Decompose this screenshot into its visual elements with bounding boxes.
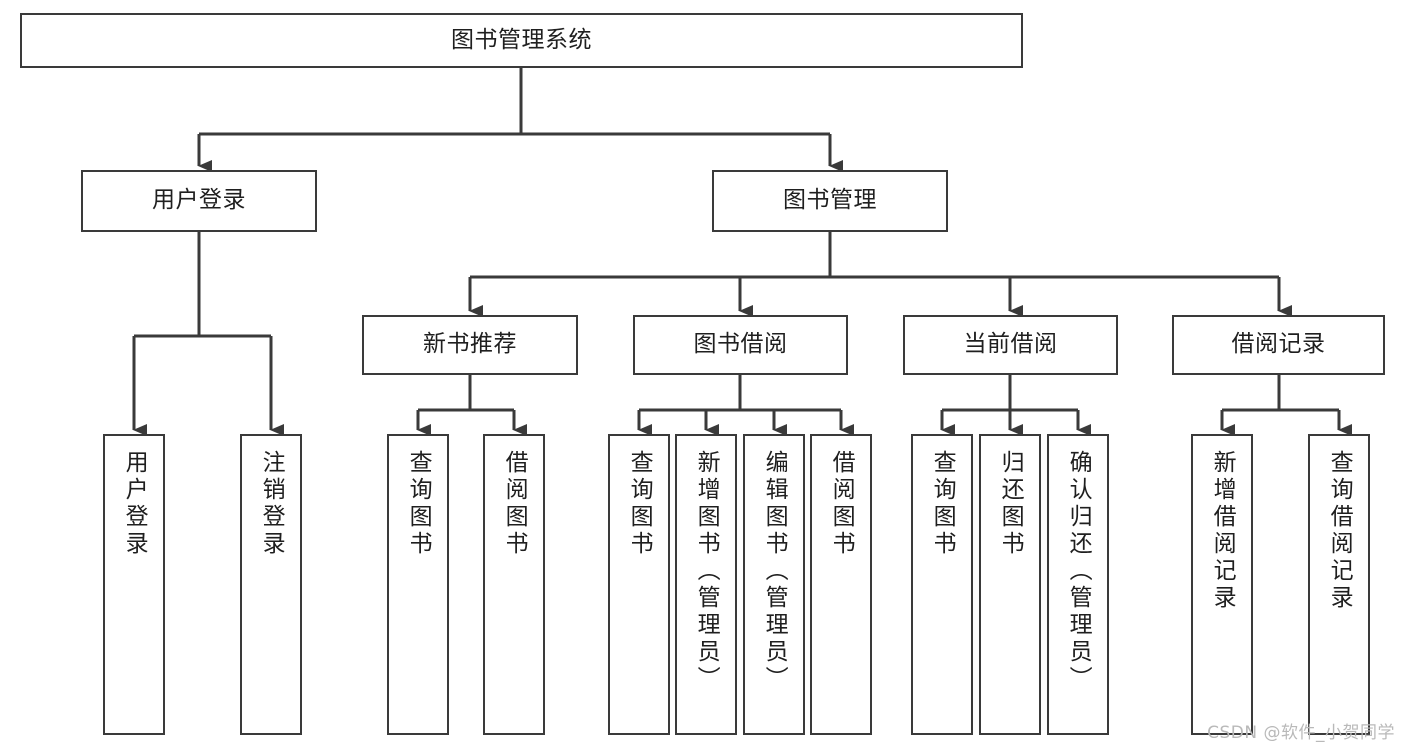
node-label: 用户登录 — [121, 450, 148, 558]
node-label: 归还图书 — [997, 450, 1024, 558]
node-book-borrow[interactable]: 图书借阅 — [633, 315, 848, 375]
node-user-login[interactable]: 用户登录 — [81, 170, 317, 232]
leaf-query-borrow-record[interactable]: 查询借阅记录 — [1308, 434, 1370, 735]
leaf-logout-login[interactable]: 注销登录 — [240, 434, 302, 735]
leaf-return-book[interactable]: 归还图书 — [979, 434, 1041, 735]
leaf-query-book-borrow[interactable]: 查询图书 — [608, 434, 670, 735]
leaf-user-login[interactable]: 用户登录 — [103, 434, 165, 735]
leaf-add-book[interactable]: 新增图书（管理员） — [675, 434, 737, 735]
node-new-book-recommend[interactable]: 新书推荐 — [362, 315, 578, 375]
leaf-confirm-return[interactable]: 确认归还（管理员） — [1047, 434, 1109, 735]
node-label: 查询图书 — [626, 450, 653, 558]
node-label: 当前借阅 — [963, 331, 1058, 358]
node-label: 确认归还（管理员） — [1065, 450, 1092, 693]
csdn-watermark: CSDN @软件_小贺同学 — [1207, 723, 1395, 743]
leaf-borrow-book-recommend[interactable]: 借阅图书 — [483, 434, 545, 735]
leaf-edit-book[interactable]: 编辑图书（管理员） — [743, 434, 805, 735]
leaf-borrow-book[interactable]: 借阅图书 — [810, 434, 872, 735]
leaf-add-borrow-record[interactable]: 新增借阅记录 — [1191, 434, 1253, 735]
node-label: 注销登录 — [258, 450, 285, 558]
node-label: 新增借阅记录 — [1209, 450, 1236, 612]
node-root-book-management-system[interactable]: 图书管理系统 — [20, 13, 1023, 68]
leaf-query-book-current[interactable]: 查询图书 — [911, 434, 973, 735]
node-label: 查询图书 — [929, 450, 956, 558]
node-label: 用户登录 — [152, 187, 246, 214]
leaf-query-book-recommend[interactable]: 查询图书 — [387, 434, 449, 735]
node-borrow-record[interactable]: 借阅记录 — [1172, 315, 1385, 375]
node-label: 借阅记录 — [1231, 331, 1326, 358]
node-label: 查询图书 — [405, 450, 432, 558]
node-current-borrow[interactable]: 当前借阅 — [903, 315, 1118, 375]
node-label: 图书借阅 — [693, 331, 788, 358]
node-label: 借阅图书 — [501, 450, 528, 558]
node-label: 借阅图书 — [828, 450, 855, 558]
node-label: 新增图书（管理员） — [693, 450, 720, 693]
node-label: 查询借阅记录 — [1326, 450, 1353, 612]
node-book-management[interactable]: 图书管理 — [712, 170, 948, 232]
node-label: 新书推荐 — [423, 331, 517, 358]
node-label: 图书管理 — [783, 187, 877, 214]
node-label: 图书管理系统 — [451, 26, 592, 53]
node-label: 编辑图书（管理员） — [761, 450, 788, 693]
